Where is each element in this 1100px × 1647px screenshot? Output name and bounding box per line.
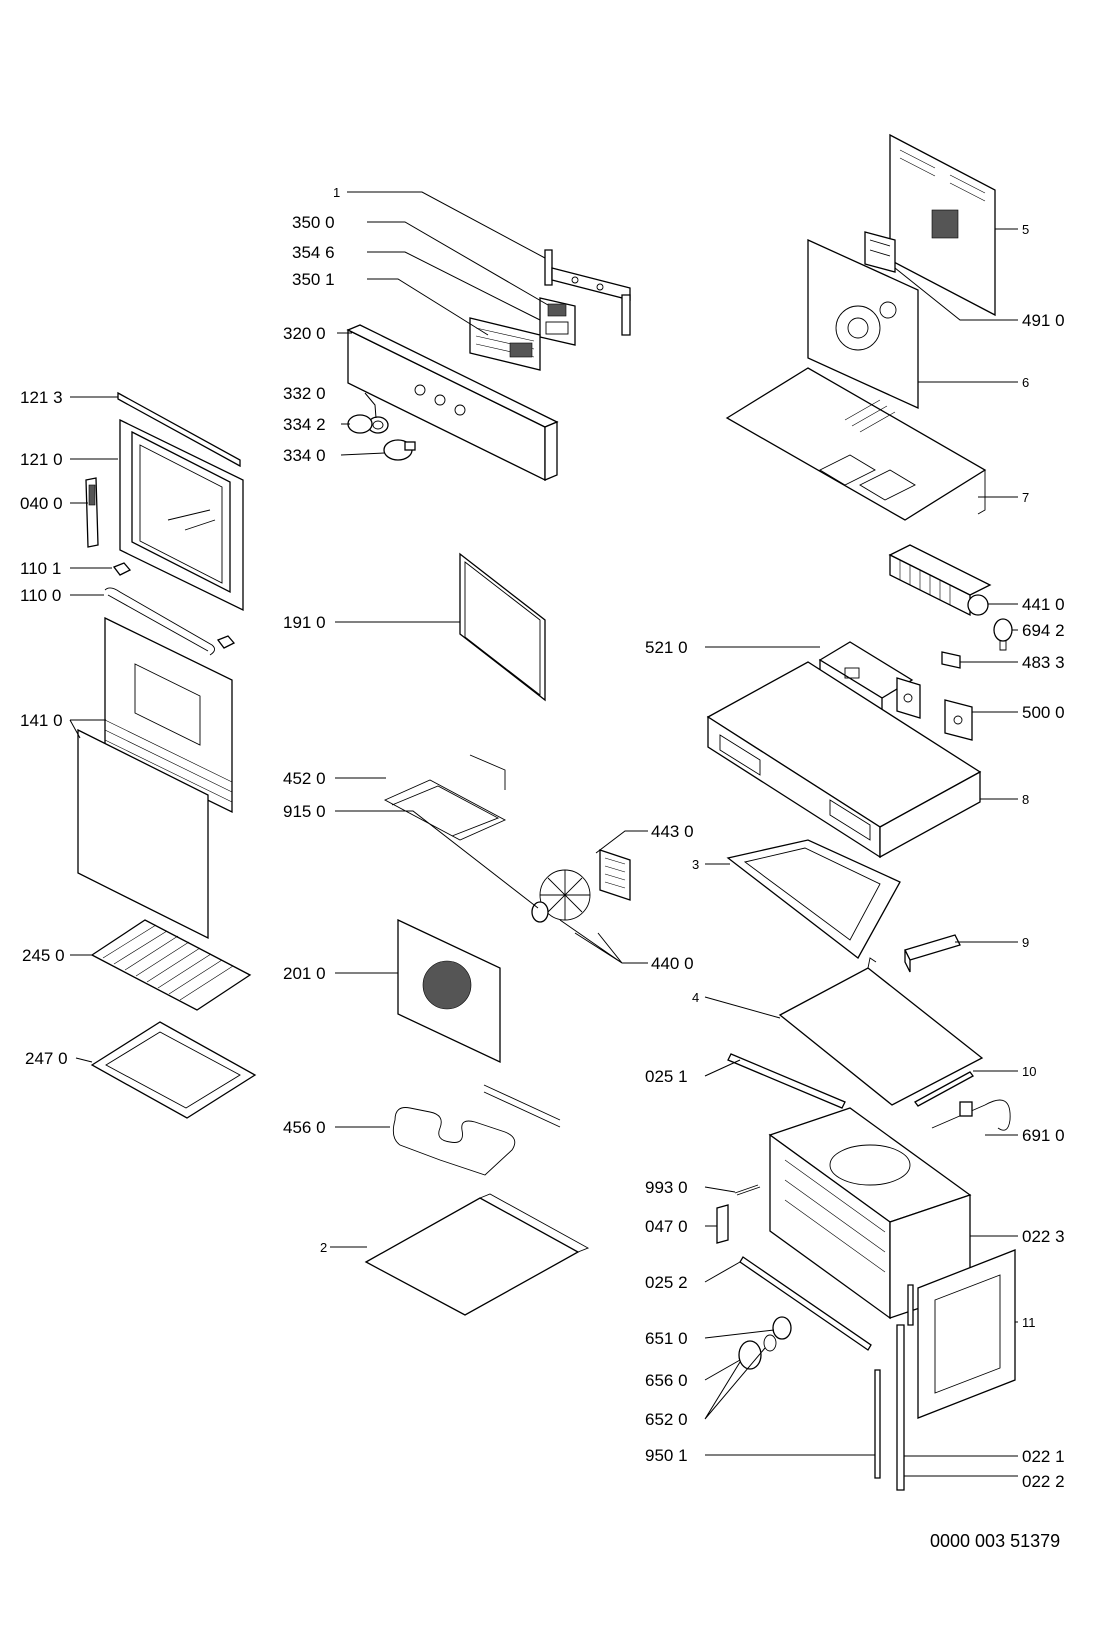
callout-label: 3	[692, 857, 699, 872]
control-board-drawing	[539, 297, 576, 346]
callout-label: 9	[1022, 935, 1029, 950]
callout-label: 8	[1022, 792, 1029, 807]
chassis-tray-drawing	[706, 661, 982, 859]
knob-small-drawing	[367, 416, 389, 434]
sealing-strip-drawing	[914, 1071, 974, 1107]
screw-drawing	[734, 1184, 761, 1196]
callout-label: 915 0	[283, 802, 326, 821]
thermostat-sensor-drawing	[931, 1099, 1011, 1131]
part-drawings	[77, 133, 1016, 1491]
control-bracket-drawing	[544, 249, 631, 336]
callout-label: 025 2	[645, 1273, 688, 1292]
side-strip-drawing	[874, 1284, 914, 1491]
fan-motor-drawing	[599, 849, 631, 901]
leader-lines	[69, 191, 1018, 1477]
lamp-holder-drawing	[993, 618, 1013, 651]
callout-label: 141 0	[20, 711, 63, 730]
callout-label: 652 0	[645, 1410, 688, 1429]
door-bar-drawing	[104, 587, 215, 656]
callout-label: 441 0	[1022, 595, 1065, 614]
callout-label: 440 0	[651, 954, 694, 973]
hinge-cover-drawing	[112, 562, 236, 649]
selector-switch-drawing	[896, 677, 973, 741]
callout-label: 1	[333, 185, 340, 200]
knob-drawing	[347, 414, 416, 461]
callout-label: 332 0	[283, 384, 326, 403]
callout-label: 694 2	[1022, 621, 1065, 640]
base-plate-drawing	[778, 957, 984, 1106]
callout-label: 025 1	[645, 1067, 688, 1086]
lower-rail-drawing	[739, 1256, 872, 1351]
callout-label: 6	[1022, 375, 1029, 390]
callout-label: 320 0	[283, 324, 326, 343]
callout-label: 022 3	[1022, 1227, 1065, 1246]
callout-label: 656 0	[645, 1371, 688, 1390]
wire-rack-drawing	[90, 919, 252, 1011]
callout-label: 521 0	[645, 638, 688, 657]
callout-label: 121 3	[20, 388, 63, 407]
cooling-fan-drawing	[888, 544, 992, 617]
callout-label: 11	[1022, 1315, 1036, 1330]
callout-label: 456 0	[283, 1118, 326, 1137]
top-plate-drawing	[725, 367, 987, 521]
inner-glass-pane-drawing	[459, 552, 546, 702]
callout-label: 047 0	[645, 1217, 688, 1236]
support-frame-drawing	[726, 839, 901, 959]
callout-label: 7	[1022, 490, 1029, 505]
callout-label: 993 0	[645, 1178, 688, 1197]
electronic-module-drawing	[469, 317, 541, 371]
callout-labels: 1 350 0 354 6 350 1 320 0 332 0 334 2 33…	[20, 185, 1065, 1491]
lamp-cover-drawing	[738, 1316, 792, 1370]
callout-label: 950 1	[645, 1446, 688, 1465]
door-frame-drawing	[119, 418, 244, 612]
document-number: 0000 003 51379	[930, 1531, 1060, 1551]
callout-label: 022 1	[1022, 1447, 1065, 1466]
callout-label: 491 0	[1022, 311, 1065, 330]
callout-label: 245 0	[22, 946, 65, 965]
callout-label: 191 0	[283, 613, 326, 632]
callout-label: 691 0	[1022, 1126, 1065, 1145]
callout-label: 500 0	[1022, 703, 1065, 722]
control-panel-drawing	[346, 324, 559, 482]
door-catch-drawing	[716, 1204, 729, 1244]
callout-label: 040 0	[20, 494, 63, 513]
callout-label: 334 0	[283, 446, 326, 465]
callout-label: 5	[1022, 222, 1029, 237]
callout-label: 110 0	[20, 586, 61, 605]
callout-label: 350 0	[292, 213, 335, 232]
guide-rail-drawing	[727, 1053, 846, 1109]
transformer-drawing	[864, 231, 896, 273]
switch-drawing	[941, 651, 961, 669]
callout-label: 022 2	[1022, 1472, 1065, 1491]
callout-label: 354 6	[292, 243, 335, 262]
callout-label: 452 0	[283, 769, 326, 788]
callout-label: 10	[1022, 1064, 1036, 1079]
callout-label: 350 1	[292, 270, 335, 289]
rear-panel-drawing	[889, 133, 996, 317]
door-outer-glass-drawing	[77, 728, 209, 940]
callout-label: 2	[320, 1240, 327, 1255]
callout-label: 110 1	[20, 559, 61, 578]
callout-label: 4	[692, 990, 699, 1005]
bottom-plate-drawing	[364, 1193, 590, 1316]
callout-label: 201 0	[283, 964, 326, 983]
callout-label: 443 0	[651, 822, 694, 841]
callout-label: 334 2	[283, 415, 326, 434]
hinge-drawing	[85, 477, 99, 548]
fan-cover-drawing	[397, 918, 501, 1064]
door-seal-frame-drawing	[917, 1249, 1016, 1419]
heating-element-drawing	[392, 1084, 561, 1176]
baking-tray-drawing	[90, 1021, 257, 1119]
support-bracket-drawing	[904, 934, 961, 973]
fan-blade-drawing	[531, 869, 591, 923]
callout-label: 483 3	[1022, 653, 1065, 672]
back-wall-drawing	[807, 238, 919, 410]
callout-label: 121 0	[20, 450, 63, 469]
callout-label: 247 0	[25, 1049, 68, 1068]
callout-label: 651 0	[645, 1329, 688, 1348]
grill-element-drawing	[383, 754, 507, 841]
